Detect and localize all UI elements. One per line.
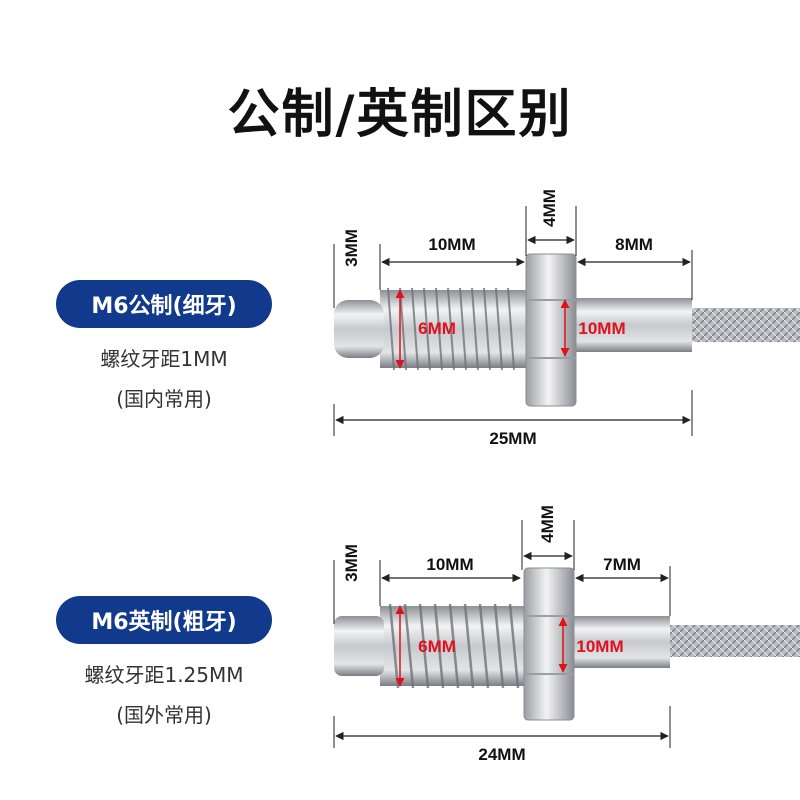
- imperial-body-dia-dim: 10MM: [576, 637, 623, 656]
- sensor-tip: [334, 616, 384, 676]
- hex-nut: [525, 253, 577, 407]
- sensor-tip: [334, 300, 384, 358]
- imperial-sensor: [334, 567, 800, 721]
- metric-nut-dim: 4MM: [540, 189, 559, 227]
- imperial-thread-len-dim: 10MM: [426, 555, 473, 574]
- imperial-pitch: 螺纹牙距1.25MM: [84, 663, 244, 687]
- metric-badge: M6公制(细牙): [56, 280, 272, 328]
- metric-total-dim: 25MM: [489, 429, 536, 448]
- metric-dimensions: 3MM 10MM 4MM 8MM 6MM 10MM 25MM: [333, 189, 693, 448]
- braided-cable: [690, 308, 800, 342]
- page-title: 公制/英制区别: [227, 85, 573, 145]
- tail-body: [574, 616, 670, 668]
- imperial-total-dim: 24MM: [478, 745, 525, 764]
- imperial-dimensions: 3MM 10MM 4MM 7MM 6MM 10MM 24MM: [333, 505, 671, 764]
- metric-thread-len-dim: 10MM: [428, 235, 475, 254]
- metric-sensor: [334, 253, 800, 407]
- imperial-badge: M6英制(粗牙): [56, 596, 272, 644]
- imperial-tail-dim: 7MM: [603, 555, 641, 574]
- metric-tip-dim: 3MM: [342, 229, 361, 267]
- thread-lines: [388, 603, 520, 689]
- tail-body: [574, 298, 692, 352]
- imperial-nut-dim: 4MM: [538, 505, 557, 543]
- metric-pitch: 螺纹牙距1MM: [100, 347, 228, 371]
- imperial-tip-dim: 3MM: [342, 544, 361, 582]
- hex-nut: [523, 567, 575, 721]
- imperial-thread-dia-dim: 6MM: [418, 637, 456, 656]
- metric-body-dia-dim: 10MM: [578, 319, 625, 338]
- metric-usage: (国内常用): [116, 387, 212, 411]
- metric-thread-dia-dim: 6MM: [418, 319, 456, 338]
- braided-cable: [668, 625, 800, 657]
- imperial-usage: (国外常用): [116, 703, 212, 727]
- metric-tail-dim: 8MM: [615, 235, 653, 254]
